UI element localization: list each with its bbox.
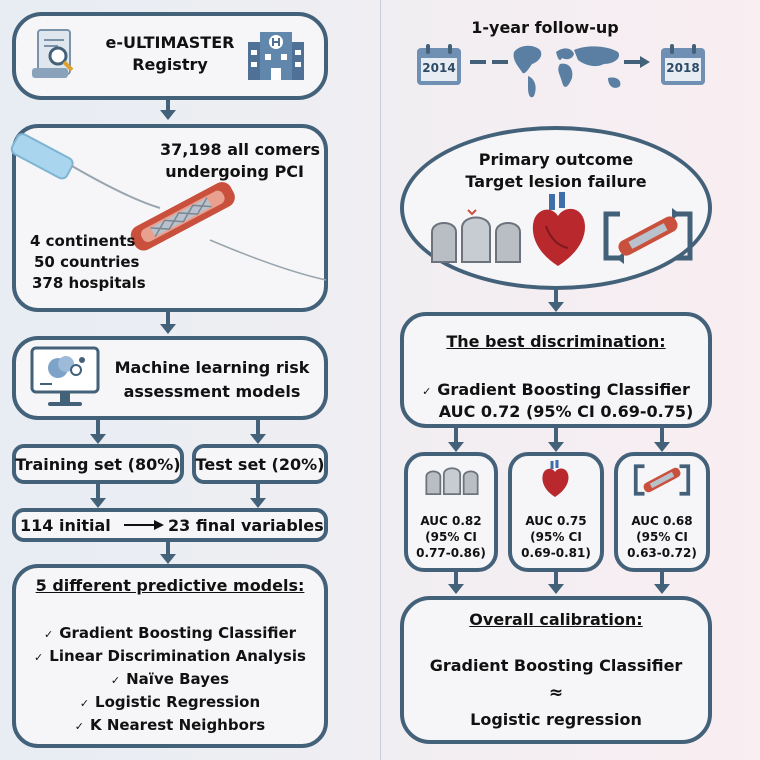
hospital-icon — [248, 32, 304, 80]
calibration-line1: Gradient Boosting Classifier — [429, 656, 683, 675]
variables-initial: 114 initial — [20, 516, 111, 535]
ml-title-line2: assessment models — [123, 382, 301, 401]
models-title: 5 different predictive models: — [35, 576, 305, 595]
world-map-icon — [470, 45, 650, 98]
calibration-box — [400, 596, 712, 744]
training-set-label: Training set (80%) — [15, 455, 181, 474]
heart-icon — [532, 192, 585, 266]
component-3-ci-line2: 0.63-0.72) — [627, 546, 697, 560]
best-discrimination-box — [400, 312, 712, 428]
check-icon: ✓ — [43, 628, 54, 641]
variables-final: 23 final variables — [168, 516, 324, 535]
models-list-item: ✓Naïve Bayes — [110, 670, 230, 688]
best-model: ✓Gradient Boosting Classifier — [422, 380, 690, 399]
check-icon: ✓ — [34, 651, 44, 664]
component-box-3 — [614, 452, 710, 572]
check-icon: ✓ — [79, 697, 90, 710]
end-year: 2018 — [666, 61, 700, 75]
models-list-item: ✓Gradient Boosting Classifier — [43, 624, 297, 642]
computer-brain-icon — [30, 346, 100, 406]
calibration-title: Overall calibration: — [469, 610, 643, 629]
cemetery-icon — [425, 467, 479, 496]
registry-title-line1: e-ULTIMASTER — [105, 33, 235, 52]
variables-box — [12, 508, 328, 542]
models-list-item: ✓Linear Discrimination Analysis — [34, 647, 306, 665]
outcome-line1: Primary outcome — [478, 150, 634, 169]
outcome-line2: Target lesion failure — [465, 172, 647, 191]
cemetery-icon — [431, 209, 521, 263]
calibration-line2: Logistic regression — [470, 710, 642, 729]
test-set-label: Test set (20%) — [195, 455, 325, 474]
best-title: The best discrimination: — [446, 332, 666, 351]
component-1-ci-line2: 0.77-0.86) — [416, 546, 486, 560]
component-3-auc: AUC 0.68 — [631, 514, 693, 528]
stent-catheter-icon — [10, 133, 327, 281]
revascularization-icon — [603, 208, 693, 264]
scope-countries: 50 countries — [34, 253, 140, 271]
component-2-ci-line2: 0.69-0.81) — [521, 546, 591, 560]
ml-title-line1: Machine learning risk — [114, 358, 310, 377]
models-box — [12, 564, 328, 748]
calendar-icon — [661, 44, 705, 85]
scope-continents: 4 continents — [30, 232, 136, 250]
check-icon: ✓ — [74, 720, 84, 733]
component-2-auc: AUC 0.75 — [525, 514, 587, 528]
calibration-approx: ≈ — [548, 683, 564, 703]
revascularization-icon — [633, 464, 691, 496]
training-set-box — [12, 444, 184, 484]
registry-title-line2: Registry — [132, 55, 208, 74]
check-icon: ✓ — [422, 385, 432, 398]
component-1-ci-line1: (95% CI — [425, 530, 477, 544]
right-arrow-icon — [124, 520, 164, 530]
followup-title: 1-year follow-up — [471, 18, 619, 37]
comers-line1: 37,198 all comers — [159, 140, 320, 159]
scope-hospitals: 378 hospitals — [32, 274, 146, 292]
calendar-icon — [417, 44, 461, 85]
test-set-box — [192, 444, 328, 484]
models-list-item: ✓Logistic Regression — [79, 693, 261, 711]
comers-line2: undergoing PCI — [165, 162, 304, 181]
component-2-ci-line1: (95% CI — [530, 530, 582, 544]
check-icon: ✓ — [110, 674, 121, 687]
models-list-item: ✓K Nearest Neighbors — [74, 716, 266, 734]
best-auc: AUC 0.72 (95% CI 0.69-0.75) — [438, 402, 694, 421]
document-search-icon — [32, 29, 74, 78]
start-year: 2014 — [422, 61, 456, 75]
component-3-ci-line1: (95% CI — [636, 530, 688, 544]
component-1-auc: AUC 0.82 — [420, 514, 482, 528]
heart-icon — [542, 460, 569, 497]
